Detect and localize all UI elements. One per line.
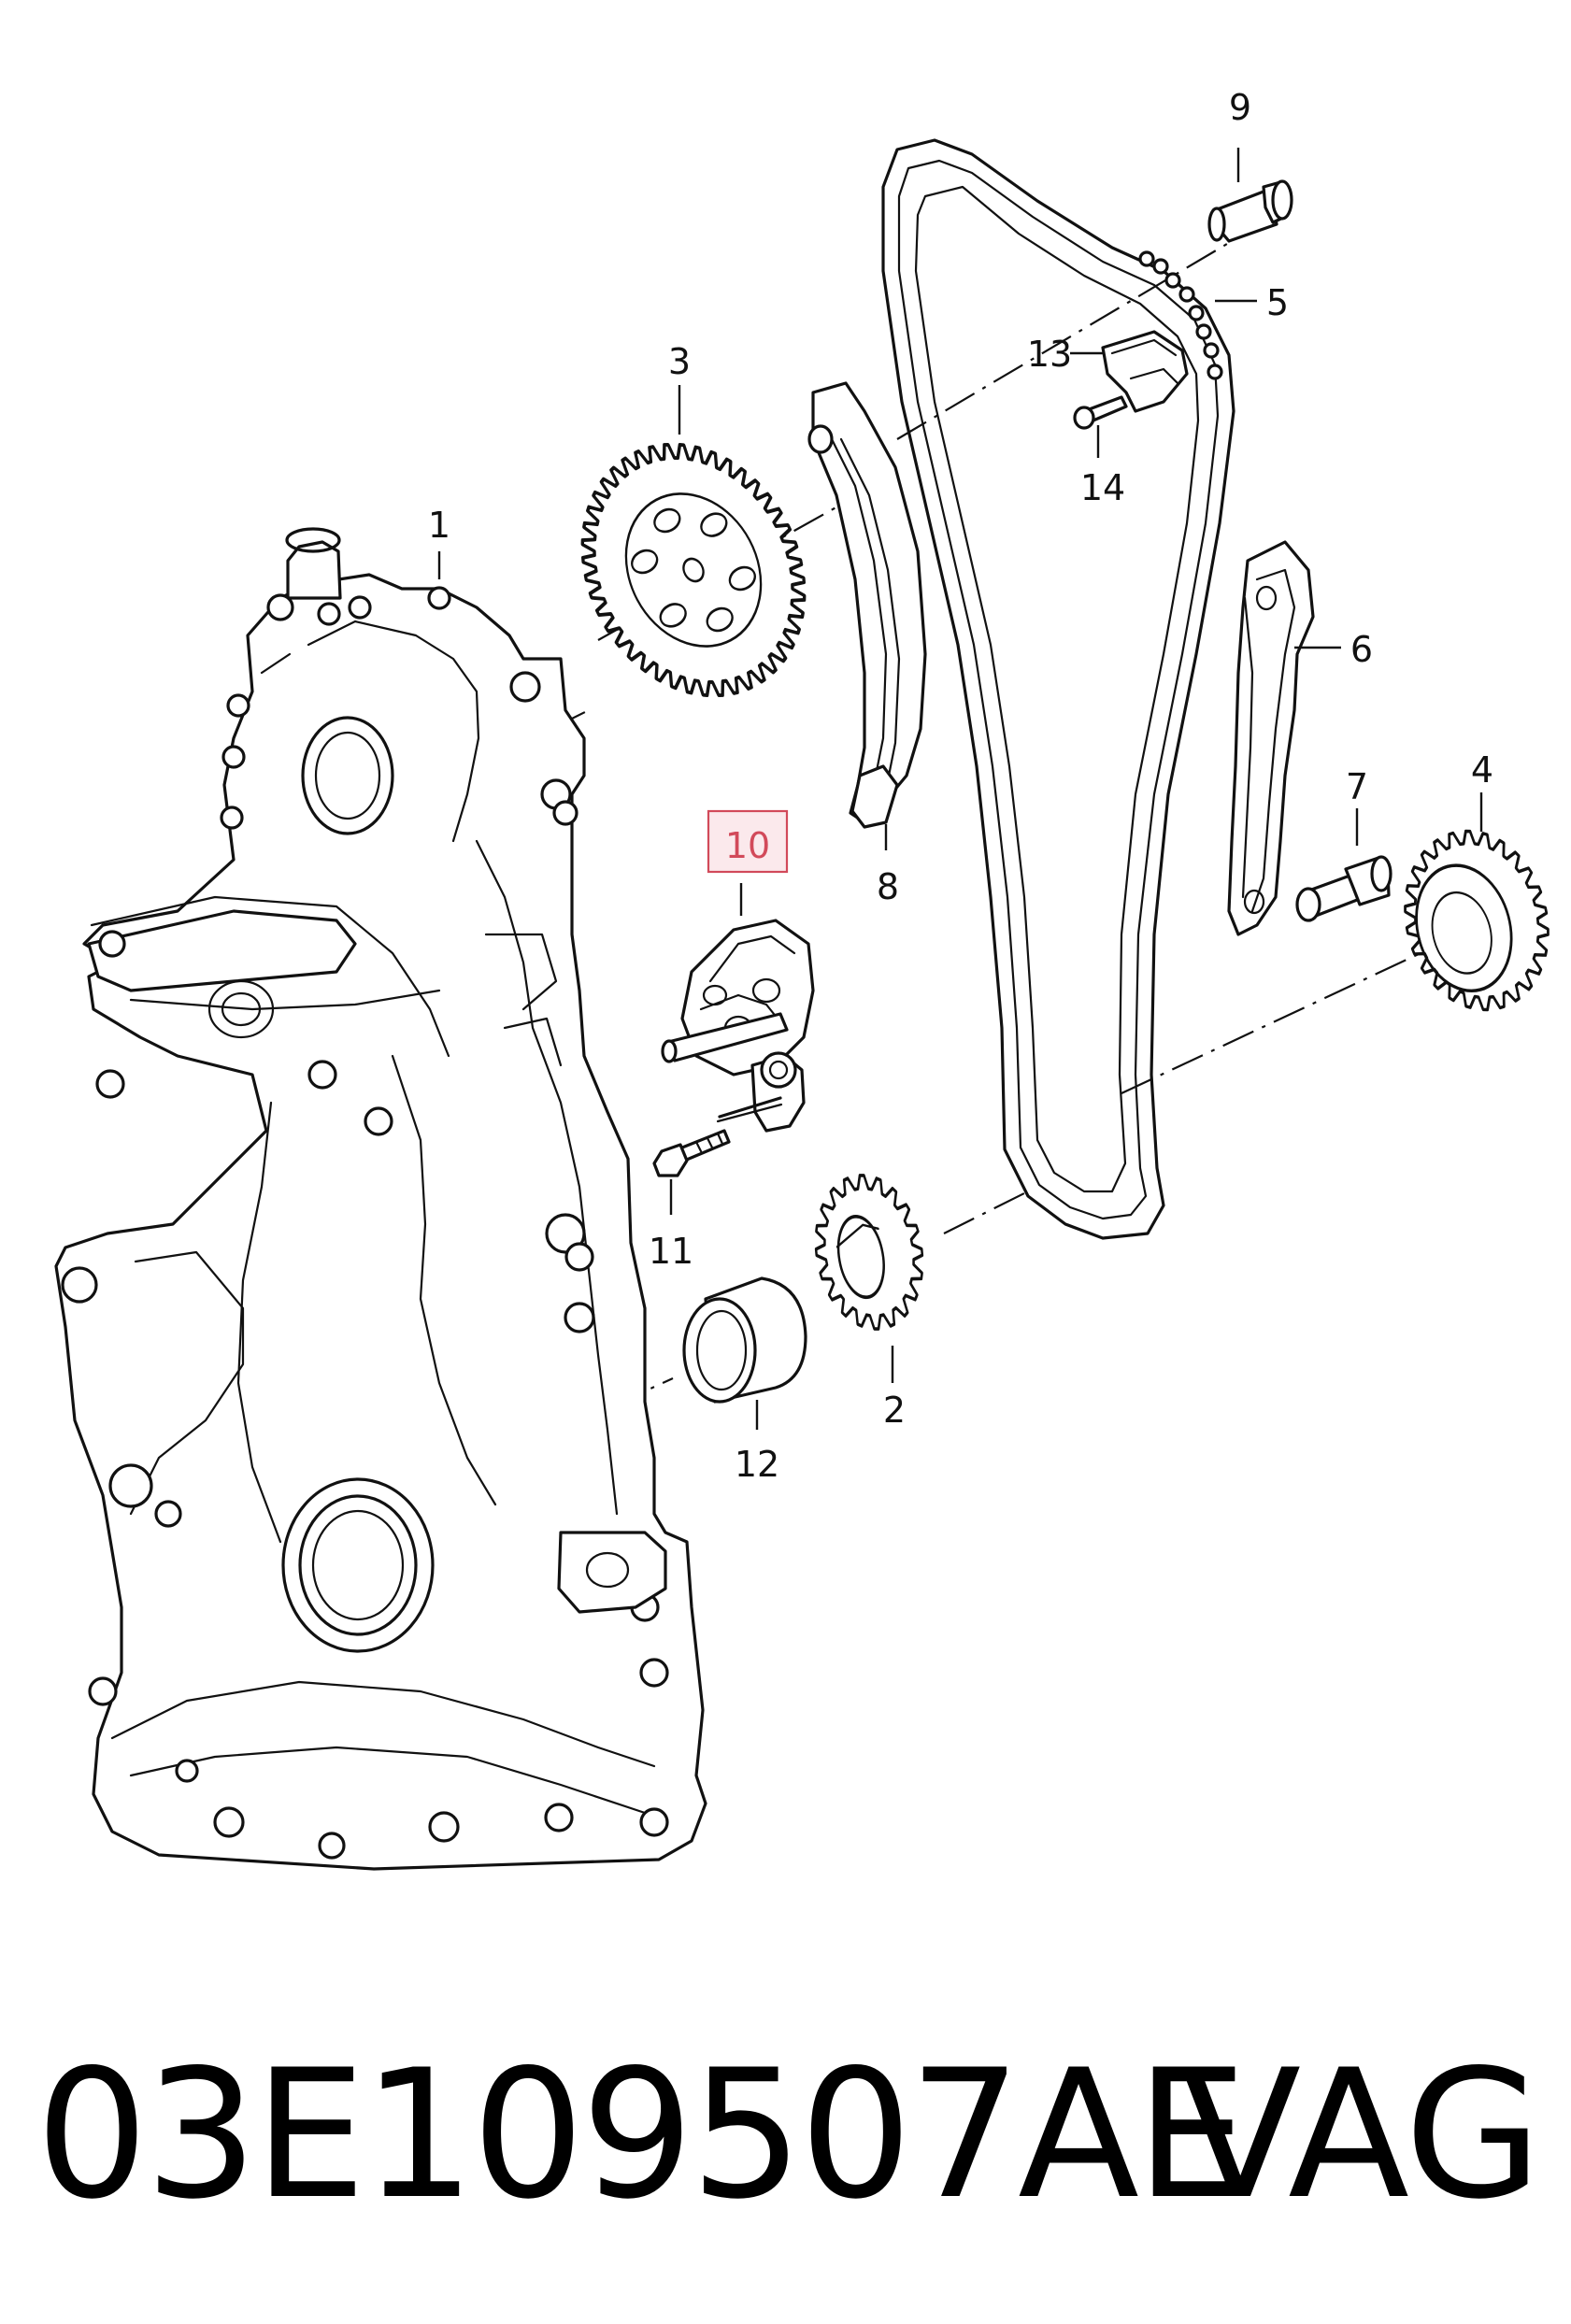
part-3-camshaft-sprocket [580, 442, 807, 698]
part-13-chain-tensioner [1101, 330, 1189, 413]
part-14-bolt [1073, 395, 1128, 430]
callout-2: 2 [883, 1390, 906, 1431]
part-11-bolt [652, 1129, 731, 1177]
part-1-timing-cover [54, 527, 707, 1871]
part-12-sleeve [682, 1276, 807, 1404]
callout-7: 7 [1346, 766, 1368, 807]
part-10-chain-tensioner-assembly [661, 919, 815, 1133]
brand-name: VAG [1179, 2032, 1542, 2238]
callout-12: 12 [735, 1444, 779, 1485]
footer: 03E109507AE VAG [36, 2032, 1542, 2238]
callout-4: 4 [1471, 749, 1493, 791]
callout-3: 3 [668, 341, 691, 382]
callout-10: 10 [725, 825, 770, 866]
part-5-timing-chain [881, 138, 1235, 1240]
callout-14: 14 [1080, 467, 1125, 508]
part-number: 03E109507AE [36, 2032, 1248, 2238]
part-6-guide-rail [1227, 540, 1315, 936]
part-2-crankshaft-sprocket [814, 1174, 924, 1331]
callout-8: 8 [877, 866, 899, 907]
callout-13: 13 [1027, 334, 1072, 375]
part-9-guide-pin [1207, 179, 1293, 243]
callout-leaders [437, 148, 1483, 1430]
callout-10-highlight-box [707, 809, 789, 874]
callout-9: 9 [1229, 87, 1251, 128]
part-8-tensioning-rail [807, 381, 927, 829]
assembly-axis-lines [504, 228, 1421, 1431]
part-4-oil-pump-sprocket [1404, 829, 1550, 1012]
callout-1: 1 [428, 505, 450, 546]
callout-5: 5 [1266, 282, 1289, 323]
callout-11: 11 [649, 1231, 693, 1272]
callout-6: 6 [1350, 629, 1373, 670]
part-7-bearing-pin [1295, 855, 1392, 922]
callout-labels: 1 2 3 4 5 6 7 8 9 10 11 12 13 14 [428, 87, 1493, 1485]
